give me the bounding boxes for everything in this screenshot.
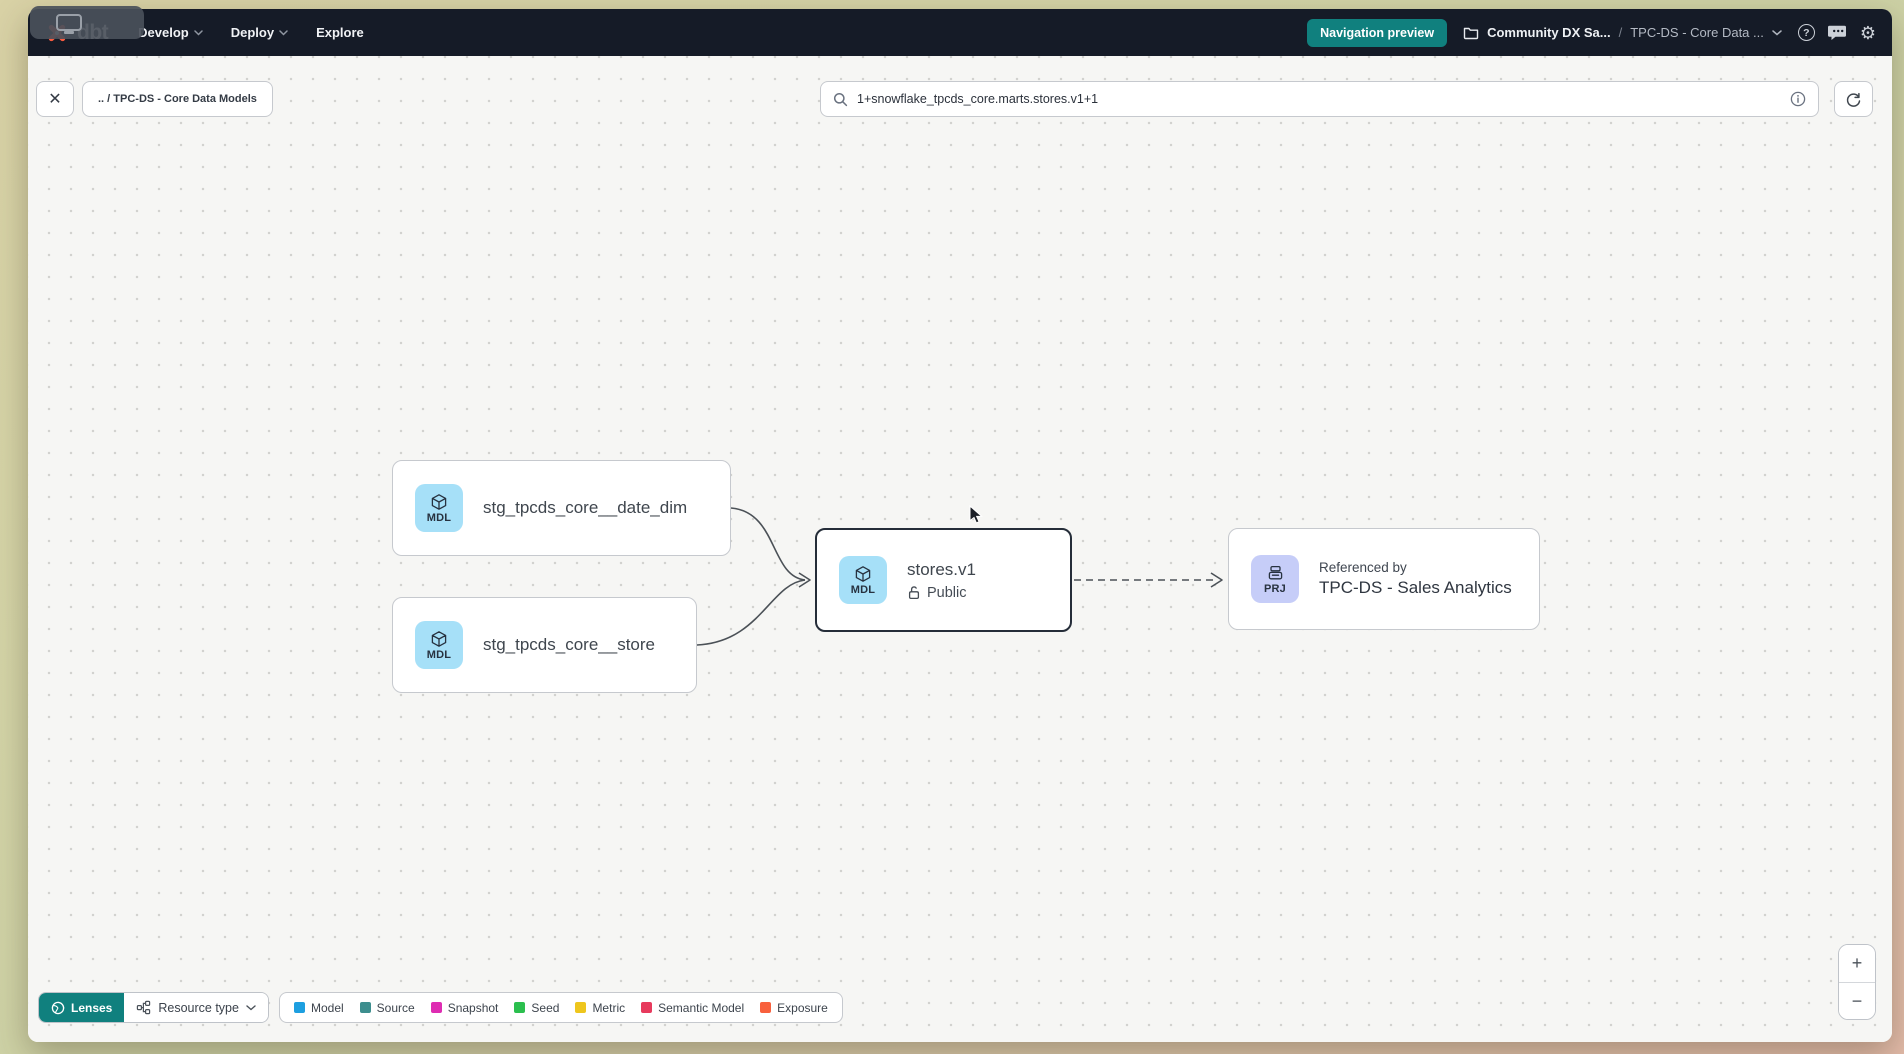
- settings-gear-icon[interactable]: ⚙: [1859, 22, 1876, 43]
- legend-swatch: [293, 1002, 305, 1013]
- cube-icon: [854, 565, 872, 583]
- legend-swatch: [359, 1002, 371, 1013]
- nav-explore-label: Explore: [316, 25, 364, 40]
- model-badge: MDL: [415, 621, 463, 669]
- legend: Model Source Snapshot Seed Metric Semantic Mo…: [278, 992, 843, 1023]
- nav-deploy[interactable]: Deploy: [231, 25, 288, 40]
- legend-swatch: [641, 1002, 653, 1013]
- legend-label: Snapshot: [447, 1000, 499, 1015]
- legend-swatch: [760, 1002, 772, 1013]
- node-label: TPC-DS - Sales Analytics: [1319, 578, 1512, 597]
- screen-share-overlay: [30, 6, 144, 39]
- lineage-search-bar: [820, 81, 1819, 117]
- app-window: dbt Develop Deploy Explore: [28, 9, 1892, 1042]
- legend-items: Model Source Snapshot Seed Metric Semantic Mo…: [293, 1000, 828, 1015]
- nav-explore[interactable]: Explore: [316, 25, 364, 40]
- lenses-group: Lenses Resource type: [38, 992, 269, 1023]
- zoom-controls: + −: [1838, 944, 1876, 1020]
- help-icon[interactable]: ?: [1797, 24, 1815, 41]
- nav-develop-label: Develop: [138, 25, 189, 40]
- resource-type-label: Resource type: [158, 1000, 239, 1015]
- display-icon: [56, 14, 82, 31]
- legend-item: Source: [359, 1000, 415, 1015]
- node-label: stg_tpcds_core__store: [483, 635, 655, 654]
- legend-item: Snapshot: [430, 1000, 499, 1015]
- lens-icon: [51, 1001, 65, 1015]
- lineage-canvas[interactable]: ✕ .. / TPC-DS - Core Data Models: [28, 56, 1892, 1042]
- lenses-button[interactable]: Lenses: [39, 993, 125, 1022]
- nav-develop[interactable]: Develop: [138, 25, 203, 40]
- legend-item: Exposure: [760, 1001, 828, 1015]
- node-stores-v1[interactable]: MDL stores.v1 Public: [815, 528, 1072, 632]
- badge-code: MDL: [850, 583, 876, 596]
- access-label: Public: [927, 584, 967, 601]
- node-kicker: Referenced by: [1319, 560, 1407, 575]
- feedback-icon[interactable]: [1827, 24, 1847, 41]
- top-navbar: dbt Develop Deploy Explore: [28, 9, 1892, 56]
- legend-swatch: [514, 1002, 526, 1013]
- breadcrumb-separator: /: [1618, 25, 1623, 40]
- close-button[interactable]: ✕: [36, 81, 74, 117]
- nav-deploy-label: Deploy: [230, 25, 275, 40]
- legend-label: Model: [310, 1000, 344, 1015]
- folder-icon: [1463, 26, 1479, 40]
- node-stg-tpcds-core-date-dim[interactable]: MDL stg_tpcds_core__date_dim: [392, 460, 731, 556]
- lenses-label: Lenses: [71, 1000, 113, 1015]
- legend-label: Semantic Model: [658, 1000, 745, 1015]
- resource-type-dropdown[interactable]: Resource type: [124, 993, 268, 1022]
- cube-icon: [430, 493, 448, 511]
- node-referenced-by-project[interactable]: PRJ Referenced by TPC-DS - Sales Analyti…: [1228, 528, 1540, 630]
- breadcrumb-project: Community DX Sa...: [1487, 25, 1611, 40]
- chevron-down-icon[interactable]: [1772, 29, 1782, 36]
- legend-item: Model: [293, 1000, 344, 1015]
- cube-icon: [430, 630, 448, 648]
- canvas-controls: Lenses Resource type: [38, 992, 843, 1023]
- legend-item: Seed: [514, 1001, 559, 1015]
- node-label: stores.v1: [907, 559, 976, 579]
- chevron-down-icon: [193, 29, 203, 36]
- legend-item: Metric: [575, 1001, 625, 1015]
- node-label: stg_tpcds_core__date_dim: [483, 498, 688, 517]
- chevron-down-icon: [279, 29, 288, 36]
- zoom-in-button[interactable]: +: [1839, 945, 1875, 982]
- navbar-icons: ? ⚙: [1797, 22, 1876, 43]
- chevron-down-icon: [246, 1004, 256, 1011]
- badge-code: MDL: [426, 648, 452, 661]
- zoom-out-button[interactable]: −: [1839, 982, 1875, 1019]
- navigation-preview-badge[interactable]: Navigation preview: [1307, 18, 1448, 47]
- info-icon[interactable]: [1790, 91, 1806, 107]
- selector-search-input[interactable]: [857, 92, 1781, 106]
- main-nav: Develop Deploy Explore: [138, 25, 364, 40]
- legend-item: Semantic Model: [641, 1001, 744, 1015]
- badge-code: PRJ: [1264, 582, 1286, 595]
- legend-label: Metric: [592, 1000, 626, 1015]
- mouse-cursor: [968, 505, 986, 525]
- unlock-icon: [907, 585, 921, 600]
- navbar-right: Navigation preview Community DX Sa... / …: [1307, 18, 1876, 47]
- model-badge: MDL: [839, 556, 887, 604]
- legend-label: Seed: [531, 1000, 560, 1015]
- stack-drawers-icon: [1266, 564, 1285, 582]
- project-badge: PRJ: [1251, 555, 1299, 603]
- lineage-breadcrumb-chip[interactable]: .. / TPC-DS - Core Data Models: [82, 81, 273, 117]
- access-row: Public: [907, 585, 976, 601]
- badge-code: MDL: [426, 511, 452, 524]
- legend-swatch: [430, 1002, 442, 1013]
- graph-nodes-icon: [136, 1000, 151, 1015]
- breadcrumb[interactable]: Community DX Sa... / TPC-DS - Core Data …: [1463, 25, 1782, 40]
- model-badge: MDL: [415, 484, 463, 532]
- refresh-button[interactable]: [1834, 81, 1873, 117]
- legend-label: Source: [376, 1000, 415, 1015]
- legend-label: Exposure: [777, 1000, 828, 1015]
- node-stg-tpcds-core-store[interactable]: MDL stg_tpcds_core__store: [392, 597, 697, 693]
- breadcrumb-page: TPC-DS - Core Data ...: [1630, 25, 1764, 40]
- search-icon: [833, 92, 848, 107]
- legend-swatch: [575, 1002, 587, 1013]
